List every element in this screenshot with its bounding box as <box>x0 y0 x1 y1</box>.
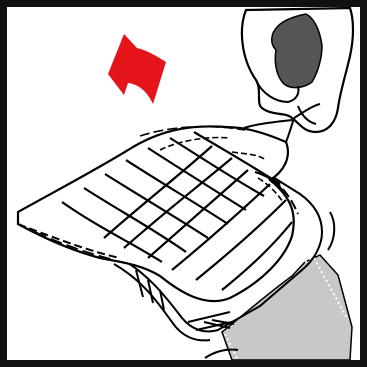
red-arrow-icon <box>108 34 166 104</box>
peel-backing-illustration <box>7 7 360 360</box>
mesh-sheet <box>18 126 298 301</box>
hand-icon <box>242 8 353 142</box>
